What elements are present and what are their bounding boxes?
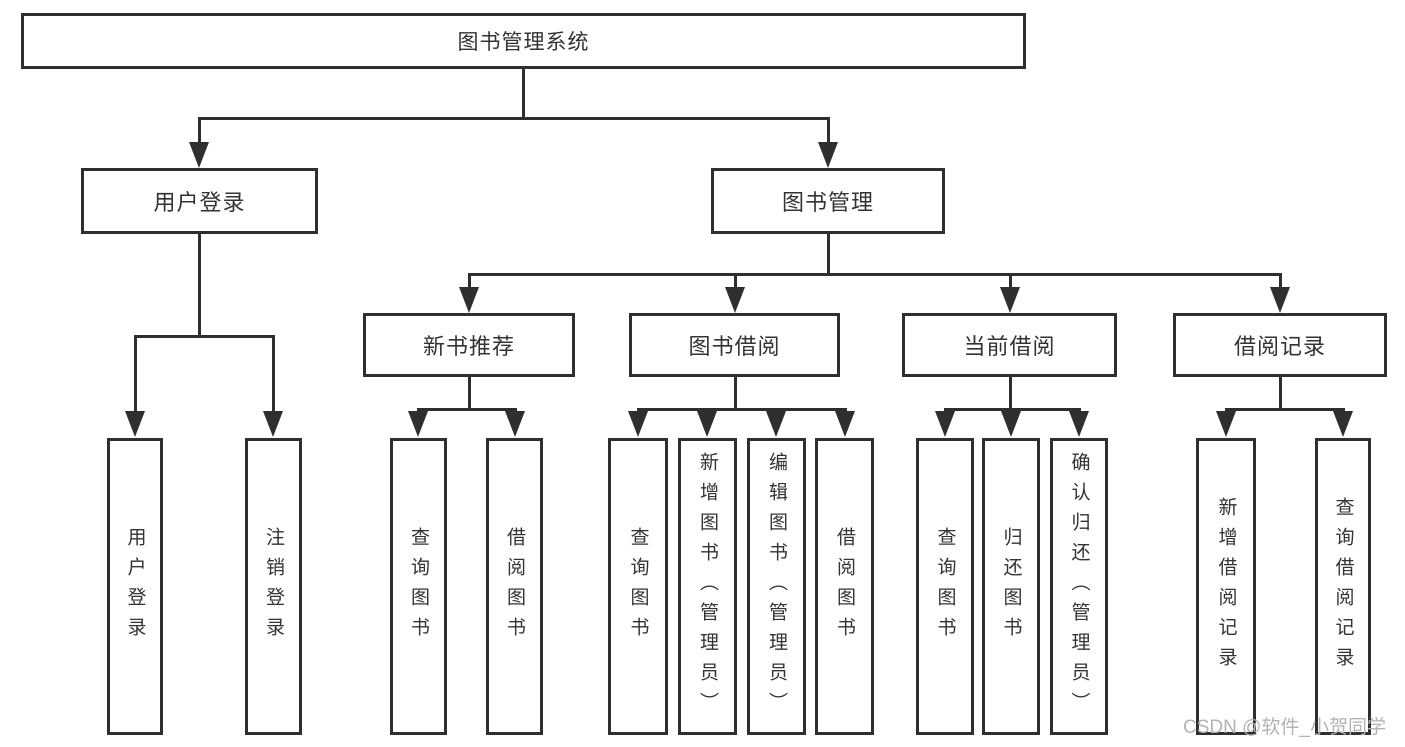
connector-book-borrow-stem <box>733 377 737 411</box>
leaf-confirm-return-admin: 确认归还（管理员） <box>1050 438 1108 735</box>
arrowhead-icon <box>1000 287 1020 313</box>
arrowhead-icon <box>1333 411 1353 437</box>
connector-drop-module <box>1008 276 1012 288</box>
leaf-logout-label: 注销登录 <box>263 526 284 647</box>
arrowhead-icon <box>835 411 855 437</box>
arrowhead-icon <box>1069 411 1089 437</box>
connector-drop-user-login <box>197 120 201 143</box>
leaf-borrow-book-1: 借阅图书 <box>486 438 543 735</box>
arrowhead-icon <box>818 142 838 168</box>
connector-drop-module <box>467 276 471 288</box>
connector-new-book-stem <box>467 377 471 411</box>
watermark: CSDN @软件_小贺同学 <box>1183 717 1386 738</box>
leaf-query-borrow-record-label: 查询借阅记录 <box>1332 496 1354 677</box>
connector-root-stem <box>521 69 525 120</box>
arrowhead-icon <box>725 287 745 313</box>
node-book-management: 图书管理 <box>711 168 945 234</box>
arrowhead-icon <box>935 411 955 437</box>
connector-drop-module <box>1278 276 1282 288</box>
leaf-query-book-2: 查询图书 <box>608 438 668 735</box>
connector-new-book-rail <box>416 408 517 411</box>
leaf-borrow-book-2: 借阅图书 <box>815 438 874 735</box>
leaf-edit-book-admin: 编辑图书（管理员） <box>747 438 806 735</box>
connector-drop-book-management <box>826 120 830 143</box>
node-book-management-label: 图书管理 <box>781 190 874 215</box>
node-user-login-label: 用户登录 <box>153 190 246 215</box>
arrowhead-icon <box>408 411 428 437</box>
arrowhead-icon <box>459 287 479 313</box>
leaf-edit-book-admin-label: 编辑图书（管理员） <box>766 451 787 722</box>
node-book-borrow: 图书借阅 <box>629 313 840 377</box>
connector-current-borrow-stem <box>1008 377 1012 411</box>
node-new-book-recommend-label: 新书推荐 <box>422 334 515 359</box>
leaf-add-borrow-record: 新增借阅记录 <box>1196 438 1256 735</box>
connector-drop-leaf <box>133 338 137 412</box>
leaf-logout: 注销登录 <box>245 438 302 735</box>
leaf-return-book: 归还图书 <box>982 438 1040 735</box>
node-root: 图书管理系统 <box>21 13 1026 69</box>
leaf-query-book-3-label: 查询图书 <box>934 526 956 647</box>
leaf-user-login: 用户登录 <box>107 438 163 735</box>
node-root-label: 图书管理系统 <box>457 31 590 54</box>
leaf-add-book-admin-label: 新增图书（管理员） <box>697 451 718 722</box>
node-user-login: 用户登录 <box>81 168 318 234</box>
connector-user-login-stem <box>197 234 201 338</box>
leaf-confirm-return-admin-label: 确认归还（管理员） <box>1068 451 1090 722</box>
connector-book-management-stem <box>826 234 830 276</box>
arrowhead-icon <box>697 411 717 437</box>
leaf-borrow-book-1-label: 借阅图书 <box>504 526 525 647</box>
node-book-borrow-label: 图书借阅 <box>688 334 781 359</box>
connector-drop-leaf <box>271 338 275 412</box>
arrowhead-icon <box>1216 411 1236 437</box>
leaf-add-borrow-record-label: 新增借阅记录 <box>1215 496 1237 677</box>
leaf-return-book-label: 归还图书 <box>1000 526 1022 647</box>
connector-borrow-records-stem <box>1278 377 1282 411</box>
leaf-borrow-book-2-label: 借阅图书 <box>834 526 855 647</box>
connector-drop-module <box>733 276 737 288</box>
connector-book-management-rail <box>467 273 1282 276</box>
connector-borrow-records-rail <box>1224 408 1345 411</box>
node-current-borrow: 当前借阅 <box>902 313 1117 377</box>
arrowhead-icon <box>125 411 145 437</box>
leaf-query-book-2-label: 查询图书 <box>627 526 649 647</box>
arrowhead-icon <box>766 411 786 437</box>
arrowhead-icon <box>263 411 283 437</box>
arrowhead-icon <box>189 142 209 168</box>
connector-user-login-rail <box>133 335 275 338</box>
leaf-user-login-label: 用户登录 <box>124 526 146 647</box>
connector-current-borrow-rail <box>943 408 1081 411</box>
arrowhead-icon <box>628 411 648 437</box>
connector-root-rail <box>197 117 830 120</box>
connector-book-borrow-rail <box>636 408 847 411</box>
leaf-query-borrow-record: 查询借阅记录 <box>1315 438 1371 735</box>
node-borrow-records-label: 借阅记录 <box>1233 334 1326 359</box>
leaf-query-book-1: 查询图书 <box>390 438 447 735</box>
node-borrow-records: 借阅记录 <box>1173 313 1387 377</box>
arrowhead-icon <box>505 411 525 437</box>
arrowhead-icon <box>1001 411 1021 437</box>
node-current-borrow-label: 当前借阅 <box>963 334 1056 359</box>
node-new-book-recommend: 新书推荐 <box>363 313 575 377</box>
arrowhead-icon <box>1270 287 1290 313</box>
leaf-add-book-admin: 新增图书（管理员） <box>678 438 737 735</box>
leaf-query-book-3: 查询图书 <box>916 438 974 735</box>
leaf-query-book-1-label: 查询图书 <box>408 526 429 647</box>
